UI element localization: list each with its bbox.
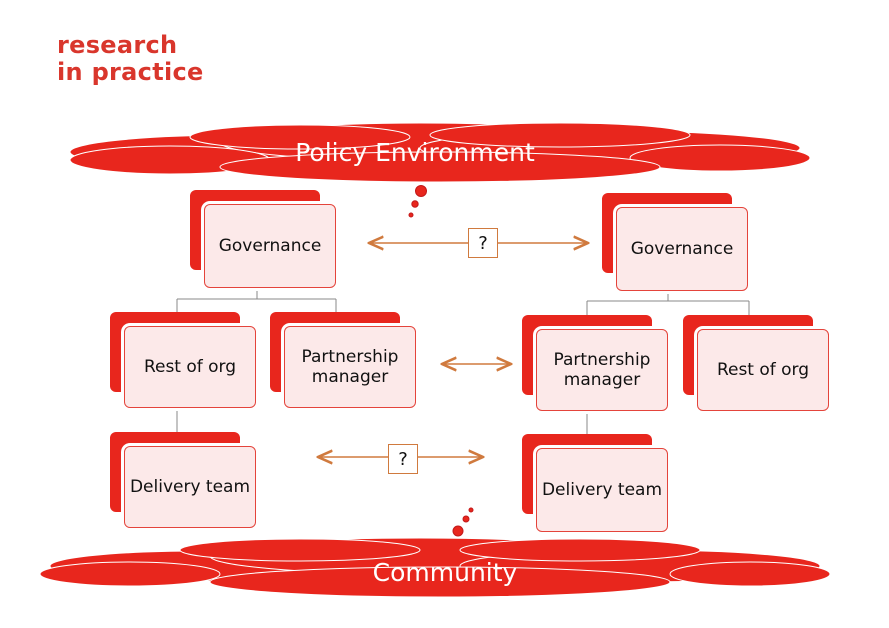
right-delivery-team-label: Delivery team: [536, 448, 668, 532]
left-delivery-team-label: Delivery team: [124, 446, 256, 528]
community-label: Community: [372, 558, 518, 587]
governance-link-question: ?: [468, 228, 498, 258]
logo-line-2: in practice: [57, 58, 204, 86]
policy-cloud-shape: [69, 122, 811, 183]
right-rest-of-org-label: Rest of org: [697, 329, 829, 411]
left-governance-label: Governance: [204, 204, 336, 288]
right-org-connectors: [586, 290, 750, 434]
left-rest-of-org-label: Rest of org: [124, 326, 256, 408]
left-org-connectors: [176, 287, 337, 432]
logo: research in practice: [57, 32, 204, 86]
left-partnership-manager-label: Partnership manager: [284, 326, 416, 408]
right-governance-label: Governance: [616, 207, 748, 291]
policy-environment-label: Policy Environment: [295, 138, 535, 167]
right-partnership-manager-label: Partnership manager: [536, 329, 668, 411]
top-thought-dots: [408, 185, 427, 218]
community-cloud-shape: [39, 537, 831, 598]
delivery-link-question: ?: [388, 444, 418, 474]
logo-line-1: research: [57, 31, 178, 59]
bottom-thought-dots: [452, 507, 474, 537]
